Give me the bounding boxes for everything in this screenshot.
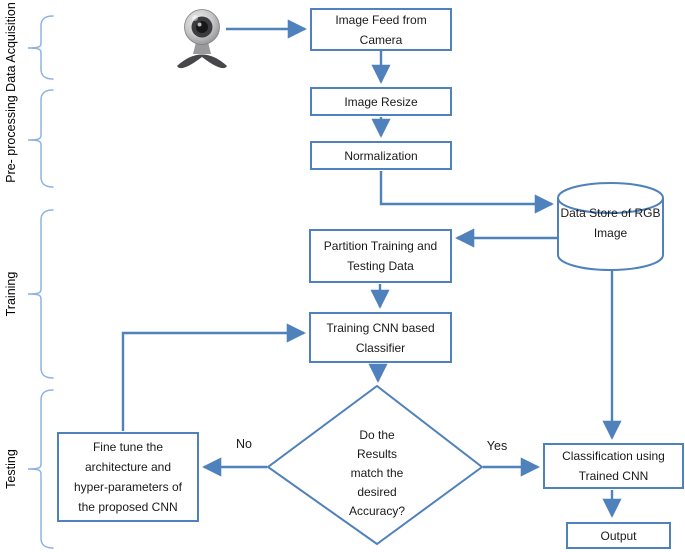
- node-decision-label: Do the Results match the desired Accurac…: [348, 428, 406, 518]
- webcam-icon: [177, 9, 227, 69]
- node-output: Output: [566, 522, 671, 549]
- node-normalization: Normalization: [310, 141, 452, 170]
- edge-finetune-to-trainingcnn: [121, 323, 306, 431]
- edge-normalization-to-datastore: [379, 171, 554, 214]
- brace-data-acquisition: [27, 15, 54, 80]
- stage-label-testing: Testing: [4, 449, 18, 489]
- stage-label-training: Training: [4, 271, 18, 317]
- node-image-feed: Image Feed from Camera: [310, 8, 452, 51]
- brace-training: [27, 209, 54, 379]
- node-image-resize: Image Resize: [310, 87, 452, 116]
- node-training-cnn: Training CNN based Classifier: [309, 312, 452, 363]
- node-classification: Classification using Trained CNN: [543, 443, 684, 489]
- node-data-store-label: Data Store of RGB Image: [560, 206, 661, 240]
- edge-label-yes: Yes: [486, 439, 508, 453]
- stage-label-pre-processing: Pre- processing: [4, 95, 18, 183]
- brace-testing: [27, 389, 54, 549]
- edge-label-no: No: [236, 437, 252, 451]
- stage-braces: [27, 15, 54, 549]
- datastore-cylinder: [557, 182, 664, 271]
- flow-connectors: [121, 19, 622, 518]
- node-fine-tune: Fine tune the architecture and hyper-par…: [57, 432, 199, 522]
- decision-diamond: [266, 384, 484, 546]
- brace-pre-processing: [27, 89, 54, 188]
- node-partition: Partition Training and Testing Data: [309, 229, 452, 283]
